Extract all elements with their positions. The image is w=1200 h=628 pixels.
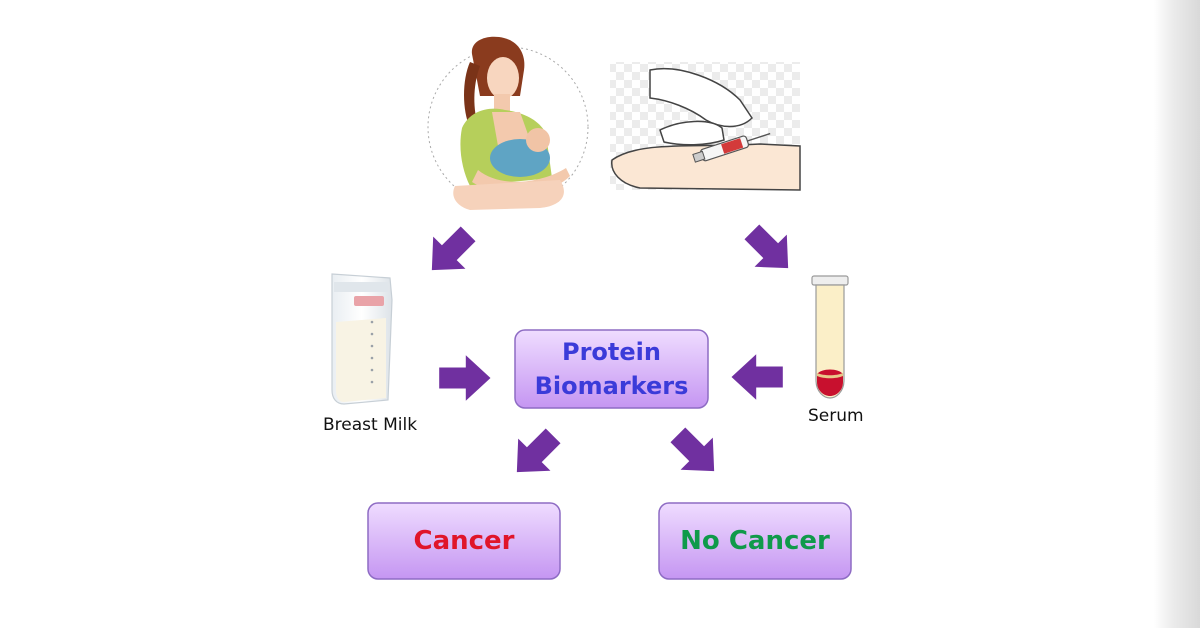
arrow-serum-to-biomarkers <box>731 354 783 400</box>
serum-caption: Serum <box>808 406 864 426</box>
breast-milk-caption: Breast Milk <box>323 415 418 435</box>
breast-milk-bag-icon <box>331 273 393 405</box>
arrow-blooddraw-to-serum <box>735 215 805 285</box>
no-cancer-box <box>658 502 852 580</box>
protein-biomarkers-box <box>514 329 709 409</box>
breastfeeding-mother-icon <box>427 36 589 210</box>
arrow-biomarkers-to-cancer <box>500 419 570 489</box>
arrow-mother-to-milk <box>415 217 485 287</box>
blood-draw-syringe-icon <box>610 62 801 191</box>
arrow-milk-to-biomarkers <box>439 355 491 401</box>
serum-test-tube-icon <box>811 275 849 399</box>
arrow-biomarkers-to-no-cancer <box>661 418 731 488</box>
edge-shadow <box>1154 0 1200 628</box>
cancer-box <box>367 502 561 580</box>
